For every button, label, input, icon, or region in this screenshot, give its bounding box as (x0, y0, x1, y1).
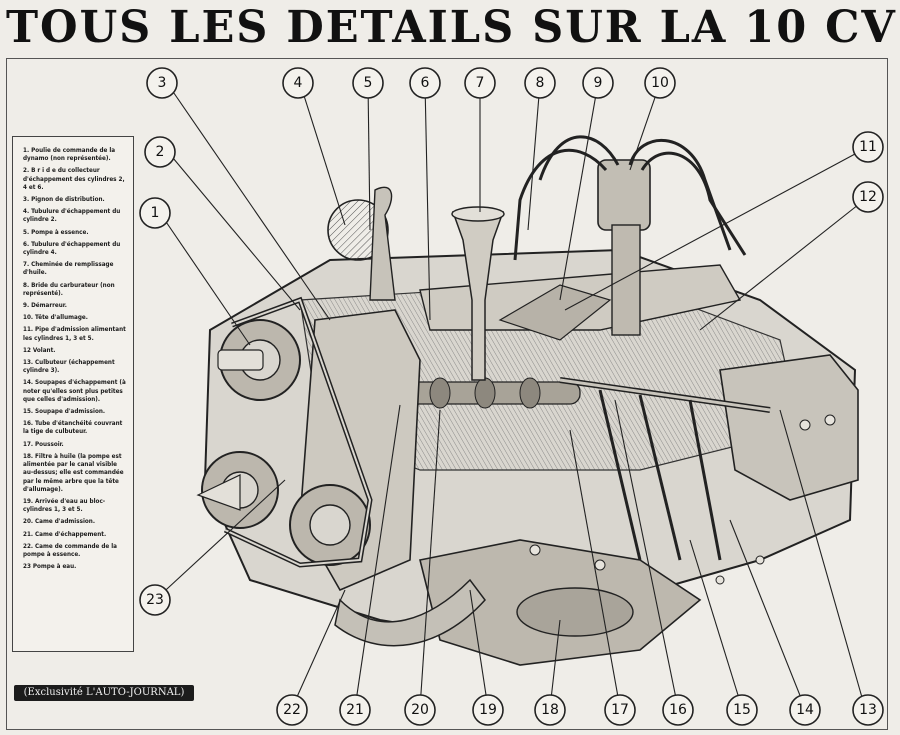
callout-4: 4 (282, 67, 314, 99)
callout-18: 18 (534, 694, 566, 726)
svg-text:5: 5 (364, 75, 373, 91)
legend-item: 7. Cheminée de remplissage d'huile. (23, 261, 114, 277)
svg-text:17: 17 (611, 702, 629, 718)
legend-item: 12 Volant. (23, 346, 56, 354)
legend-item: 5. Pompe à essence. (23, 228, 89, 236)
svg-text:21: 21 (346, 702, 364, 718)
callout-13: 13 (852, 694, 884, 726)
callout-21: 21 (339, 694, 371, 726)
legend-item: 20. Came d'admission. (23, 518, 95, 526)
svg-text:8: 8 (536, 75, 545, 91)
credit-label: (Exclusivité L'AUTO-JOURNAL) (14, 685, 194, 701)
parts-legend: 1. Poulie de commande de la dynamo (non … (12, 136, 134, 652)
svg-text:3: 3 (158, 75, 167, 91)
legend-item: 17. Poussoir. (23, 440, 64, 448)
illustration-frame (6, 58, 888, 730)
svg-text:23: 23 (146, 592, 164, 608)
legend-item: 18. Filtre à huile (la pompe est aliment… (23, 452, 124, 493)
legend-item: 3. Pignon de distribution. (23, 196, 105, 204)
callout-14: 14 (789, 694, 821, 726)
callout-1: 1 (139, 197, 171, 229)
callout-8: 8 (524, 67, 556, 99)
legend-item: 13. Culbuteur (échappement cylindre 3). (23, 359, 115, 375)
callout-9: 9 (582, 67, 614, 99)
svg-text:15: 15 (733, 702, 751, 718)
callout-15: 15 (726, 694, 758, 726)
legend-item: 15. Soupape d'admission. (23, 408, 106, 416)
legend-item: 11. Pipe d'admission alimentant les cyli… (23, 326, 126, 342)
svg-text:13: 13 (859, 702, 877, 718)
svg-text:7: 7 (476, 75, 485, 91)
callout-3: 3 (146, 67, 178, 99)
svg-text:10: 10 (651, 75, 669, 91)
headline: TOUS LES DETAILS SUR LA 10 CV (6, 2, 897, 53)
svg-text:4: 4 (294, 75, 303, 91)
legend-item: 1. Poulie de commande de la dynamo (non … (23, 147, 116, 163)
svg-text:16: 16 (669, 702, 687, 718)
legend-item: 14. Soupapes d'échappement (à noter qu'e… (23, 379, 126, 403)
svg-text:22: 22 (283, 702, 301, 718)
legend-item: 16. Tube d'étanchéité couvrant la tige d… (23, 420, 123, 436)
callout-12: 12 (852, 181, 884, 213)
legend-item: 10. Tête d'allumage. (23, 314, 88, 322)
legend-item: 22. Came de commande de la pompe à essen… (23, 542, 117, 558)
svg-text:14: 14 (796, 702, 814, 718)
svg-text:18: 18 (541, 702, 559, 718)
callout-20: 20 (404, 694, 436, 726)
legend-item: 9. Démarreur. (23, 302, 67, 310)
legend-item: 19. Arrivée d'eau au bloc-cylindres 1, 3… (23, 497, 106, 514)
svg-text:9: 9 (594, 75, 603, 91)
callout-19: 19 (472, 694, 504, 726)
callout-16: 16 (662, 694, 694, 726)
callout-17: 17 (604, 694, 636, 726)
svg-text:1: 1 (151, 205, 160, 221)
callout-2: 2 (144, 136, 176, 168)
leader-lines (154, 82, 869, 709)
callout-23: 23 (139, 584, 171, 616)
legend-item: 21. Came d'échappement. (23, 530, 107, 538)
svg-text:19: 19 (479, 702, 497, 718)
callout-6: 6 (409, 67, 441, 99)
callout-5: 5 (352, 67, 384, 99)
svg-text:6: 6 (421, 75, 430, 91)
svg-text:2: 2 (156, 144, 165, 160)
callout-7: 7 (464, 67, 496, 99)
callout-22: 22 (276, 694, 308, 726)
engine-drawing (196, 135, 859, 666)
legend-item: 6. Tubulure d'échappement du cylindre 4. (23, 240, 121, 257)
svg-text:12: 12 (859, 189, 877, 205)
callout-10: 10 (644, 67, 676, 99)
svg-text:20: 20 (411, 702, 429, 718)
legend-item: 4. Tubulure d'échappement du cylindre 2. (23, 208, 121, 224)
callout-11: 11 (852, 131, 884, 163)
legend-item: 8. Bride du carburateur (non représenté)… (23, 281, 115, 297)
legend-item: 2. B r i d e du collecteur d'échappement… (23, 167, 125, 191)
svg-text:11: 11 (859, 139, 877, 155)
legend-item: 23 Pompe à eau. (23, 563, 77, 571)
